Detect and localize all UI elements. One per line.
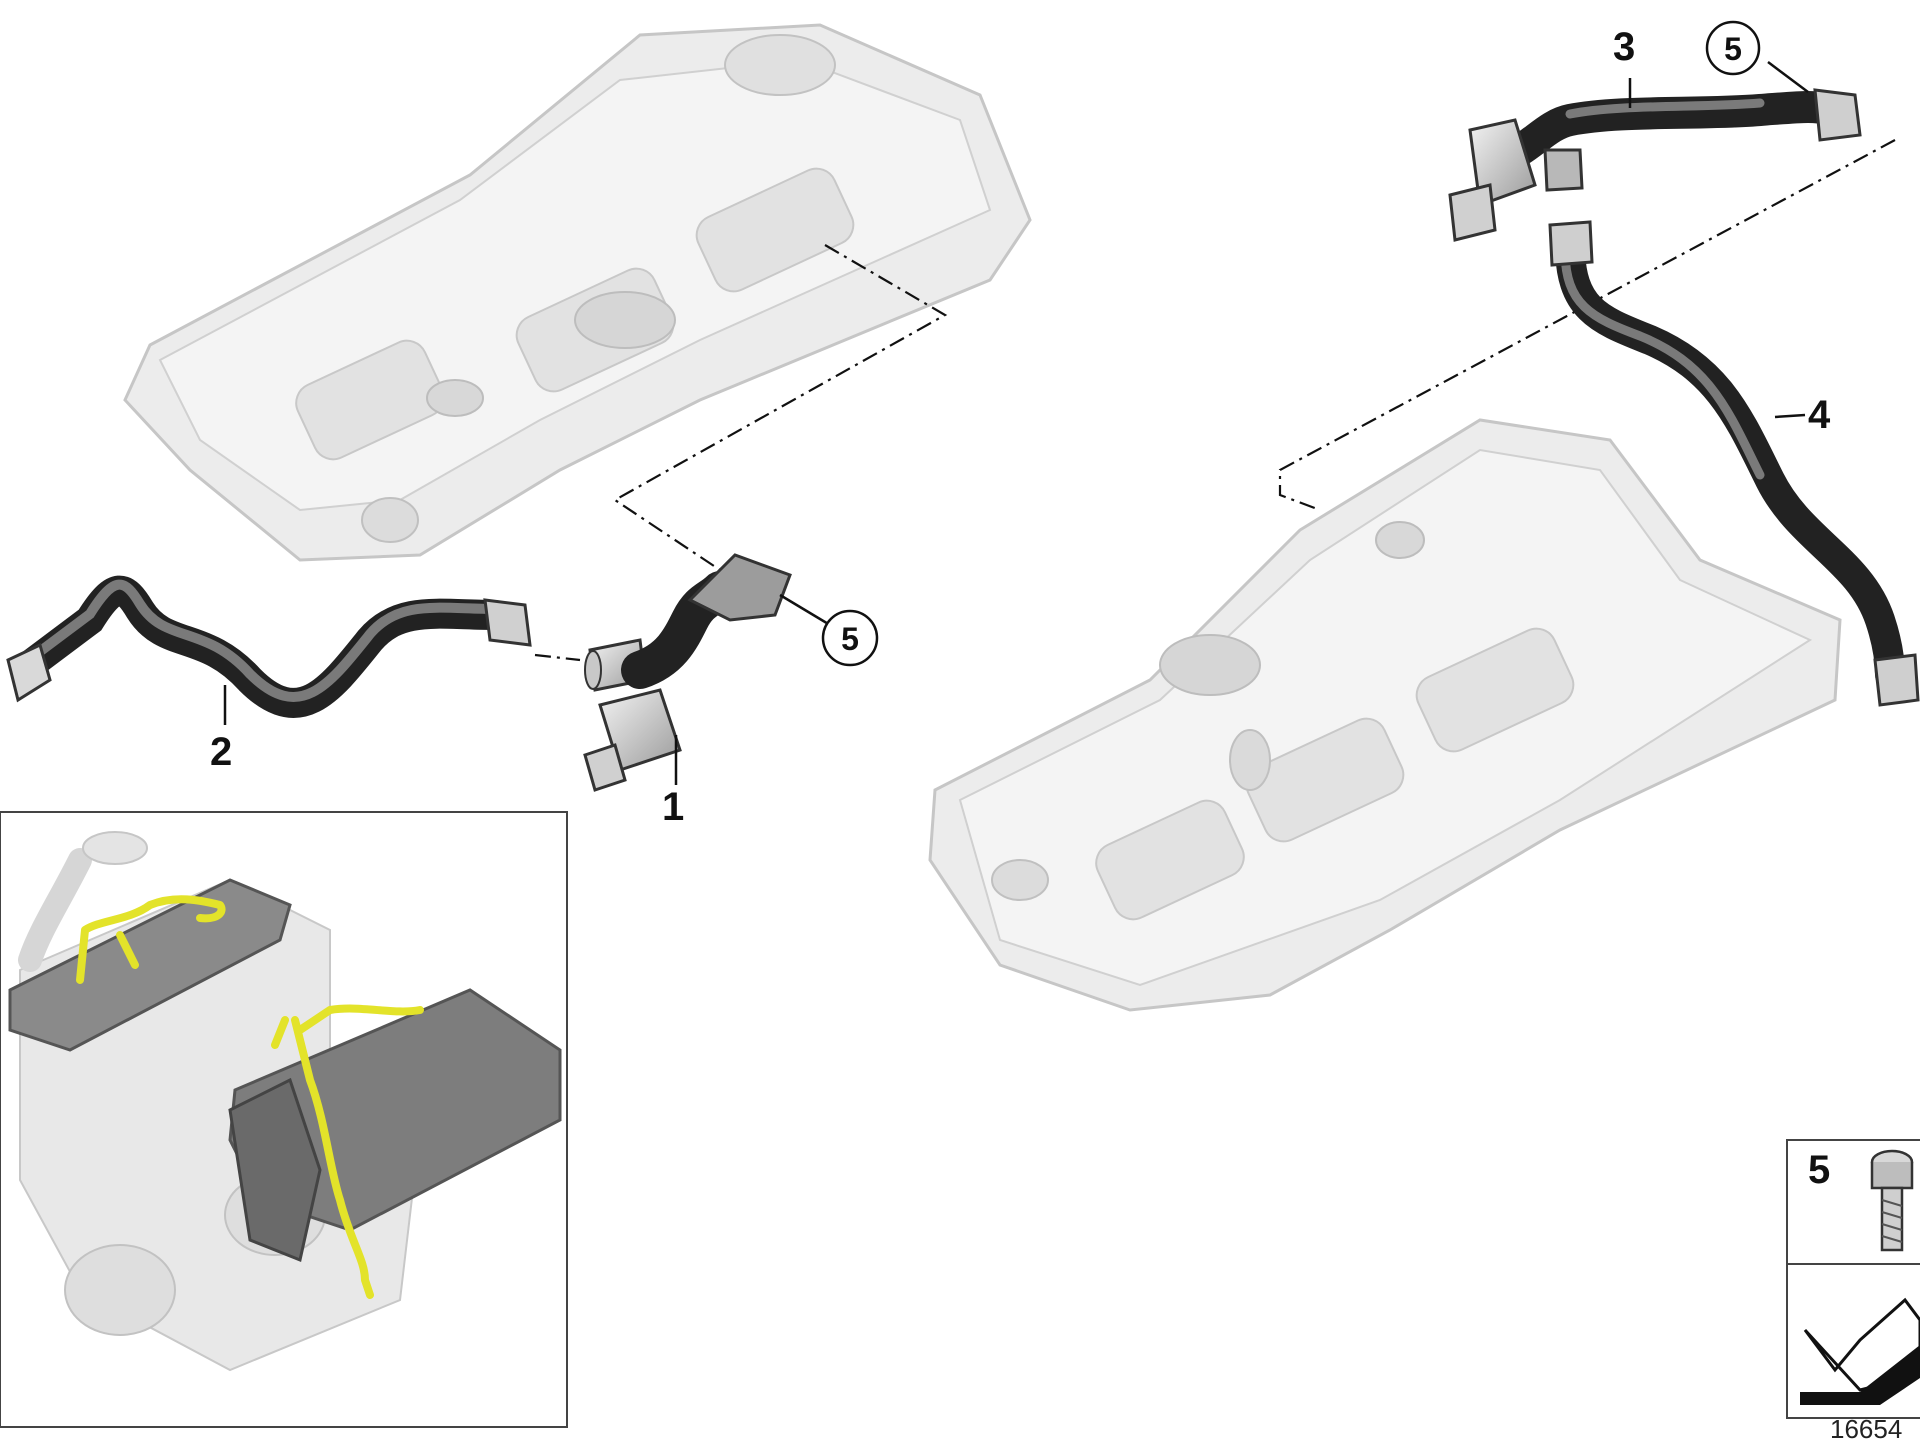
installation-direction-arrow-icon: [1800, 1297, 1920, 1405]
callout-leaders: [223, 61, 1809, 785]
direction-arrow-box: [1786, 1263, 1920, 1419]
diagram-id: 16654: [1830, 1414, 1902, 1440]
legend-bolt-number: 5: [1808, 1148, 1830, 1192]
engine-block-illustration: [8, 831, 562, 1372]
callout-part-5-left: 5: [821, 609, 879, 667]
svg-text:5: 5: [1724, 31, 1742, 67]
hose-part-4: [1548, 220, 1920, 707]
callout-part-4: 4: [1808, 393, 1831, 437]
highlighted-hoses: [76, 895, 424, 1299]
bolt-legend: 5: [1786, 1139, 1920, 1265]
hose-part-1: [583, 553, 792, 792]
hose-part-2: [6, 575, 532, 718]
engine-overview-inset: [0, 811, 568, 1428]
callout-part-5-right: 5: [1705, 20, 1761, 76]
callout-part-2: 2: [210, 730, 232, 774]
torx-bolt-icon: [1870, 1149, 1914, 1252]
hose-part-3: [1448, 88, 1862, 242]
svg-text:5: 5: [841, 621, 859, 657]
valve-cover-left: [123, 23, 1032, 562]
valve-cover-right: [928, 418, 1842, 1012]
callout-part-3: 3: [1613, 25, 1635, 69]
callout-part-1: 1: [662, 785, 684, 829]
